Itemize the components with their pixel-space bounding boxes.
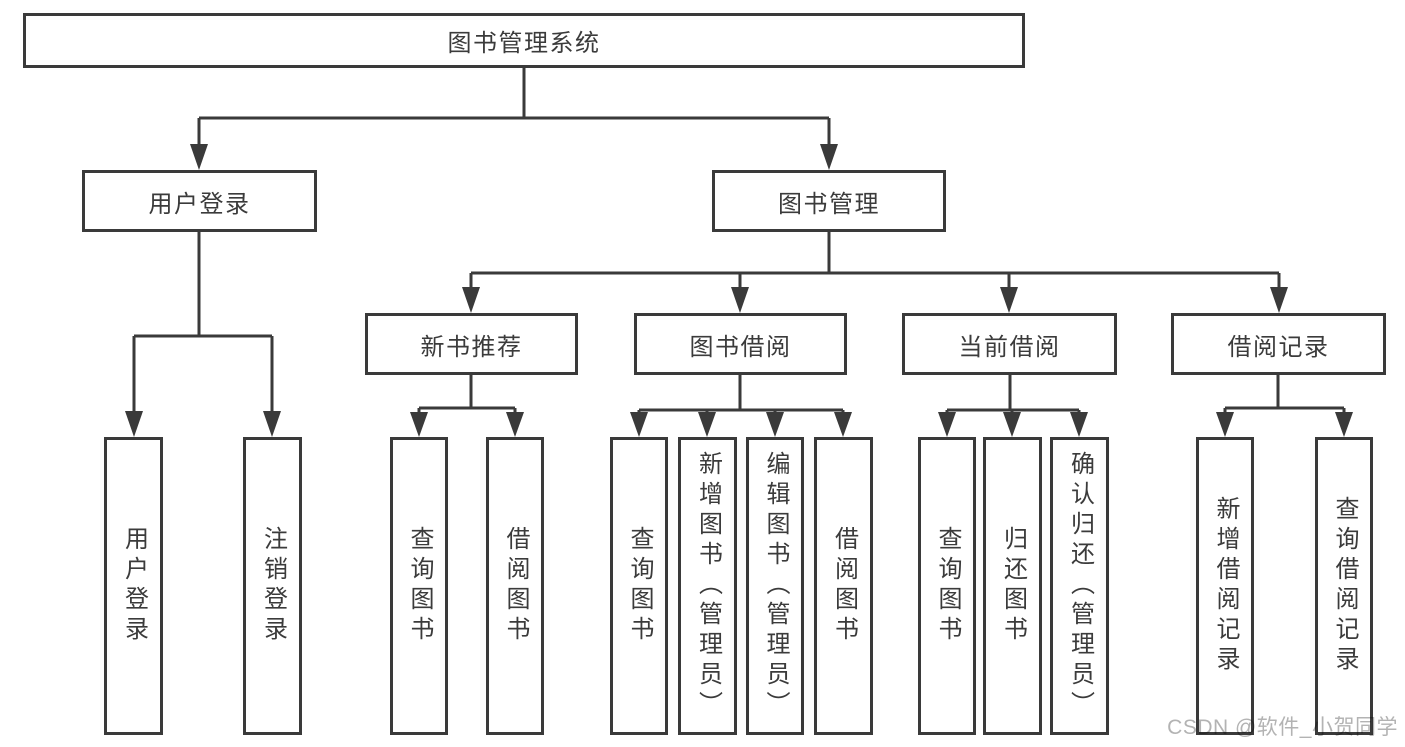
node-query-books-current: 查询图书 [918, 437, 976, 735]
node-borrowing-records: 借阅记录 [1171, 313, 1386, 375]
node-confirm-return-admin: 确认归还（管理员） [1050, 437, 1109, 735]
node-label: 图书管理系统 [447, 30, 601, 57]
node-add-borrow-record: 新增借阅记录 [1196, 437, 1254, 735]
node-label: 用户登录 [148, 190, 251, 218]
node-book-borrowing: 图书借阅 [634, 313, 847, 375]
node-label: 借阅图书 [830, 526, 858, 646]
node-borrow-books-recommend: 借阅图书 [486, 437, 544, 735]
node-logout-leaf: 注销登录 [243, 437, 302, 735]
node-borrow-books-leaf: 借阅图书 [814, 437, 873, 735]
node-return-books: 归还图书 [983, 437, 1042, 735]
node-add-books-admin: 新增图书（管理员） [678, 437, 737, 735]
node-new-book-recommendation: 新书推荐 [365, 313, 578, 375]
node-label: 注销登录 [259, 526, 287, 646]
arrowhead-icons [125, 144, 1353, 437]
csdn-watermark: CSDN @软件_小贺同学 [1167, 716, 1398, 739]
node-label: 查询图书 [626, 526, 653, 646]
node-current-borrowing: 当前借阅 [902, 313, 1117, 375]
node-label: 确认归还（管理员） [1066, 451, 1094, 721]
node-label: 新增借阅记录 [1212, 496, 1239, 676]
node-label: 图书管理 [778, 190, 880, 218]
node-label: 归还图书 [999, 526, 1027, 646]
node-label: 图书借阅 [689, 333, 792, 361]
node-label: 借阅图书 [502, 526, 529, 646]
node-label: 用户登录 [120, 526, 148, 646]
node-label: 新书推荐 [420, 333, 523, 361]
node-query-books-recommend: 查询图书 [390, 437, 448, 735]
node-label: 编辑图书（管理员） [762, 451, 789, 721]
node-label: 查询图书 [406, 526, 433, 646]
node-book-management-module: 图书管理 [712, 170, 946, 232]
node-user-login-leaf: 用户登录 [104, 437, 163, 735]
node-label: 新增图书（管理员） [694, 451, 722, 721]
node-edit-books-admin: 编辑图书（管理员） [746, 437, 804, 735]
node-library-system: 图书管理系统 [23, 13, 1025, 68]
node-label: 借阅记录 [1227, 333, 1330, 361]
node-label: 查询借阅记录 [1331, 496, 1358, 676]
node-label: 查询图书 [934, 526, 961, 646]
node-query-books-borrow: 查询图书 [610, 437, 668, 735]
node-query-borrow-record: 查询借阅记录 [1315, 437, 1373, 735]
node-user-login-module: 用户登录 [82, 170, 317, 232]
node-label: 当前借阅 [958, 333, 1061, 361]
